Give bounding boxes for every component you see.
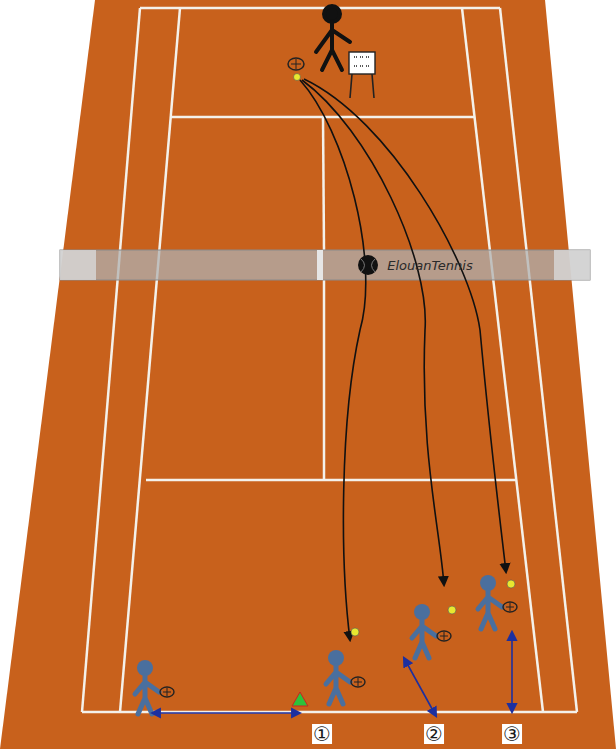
brand-watermark: ElouanTennis (387, 259, 472, 272)
callout-number: ① (312, 724, 332, 744)
callout-number: ③ (502, 724, 522, 744)
callout-number: ② (424, 724, 444, 744)
